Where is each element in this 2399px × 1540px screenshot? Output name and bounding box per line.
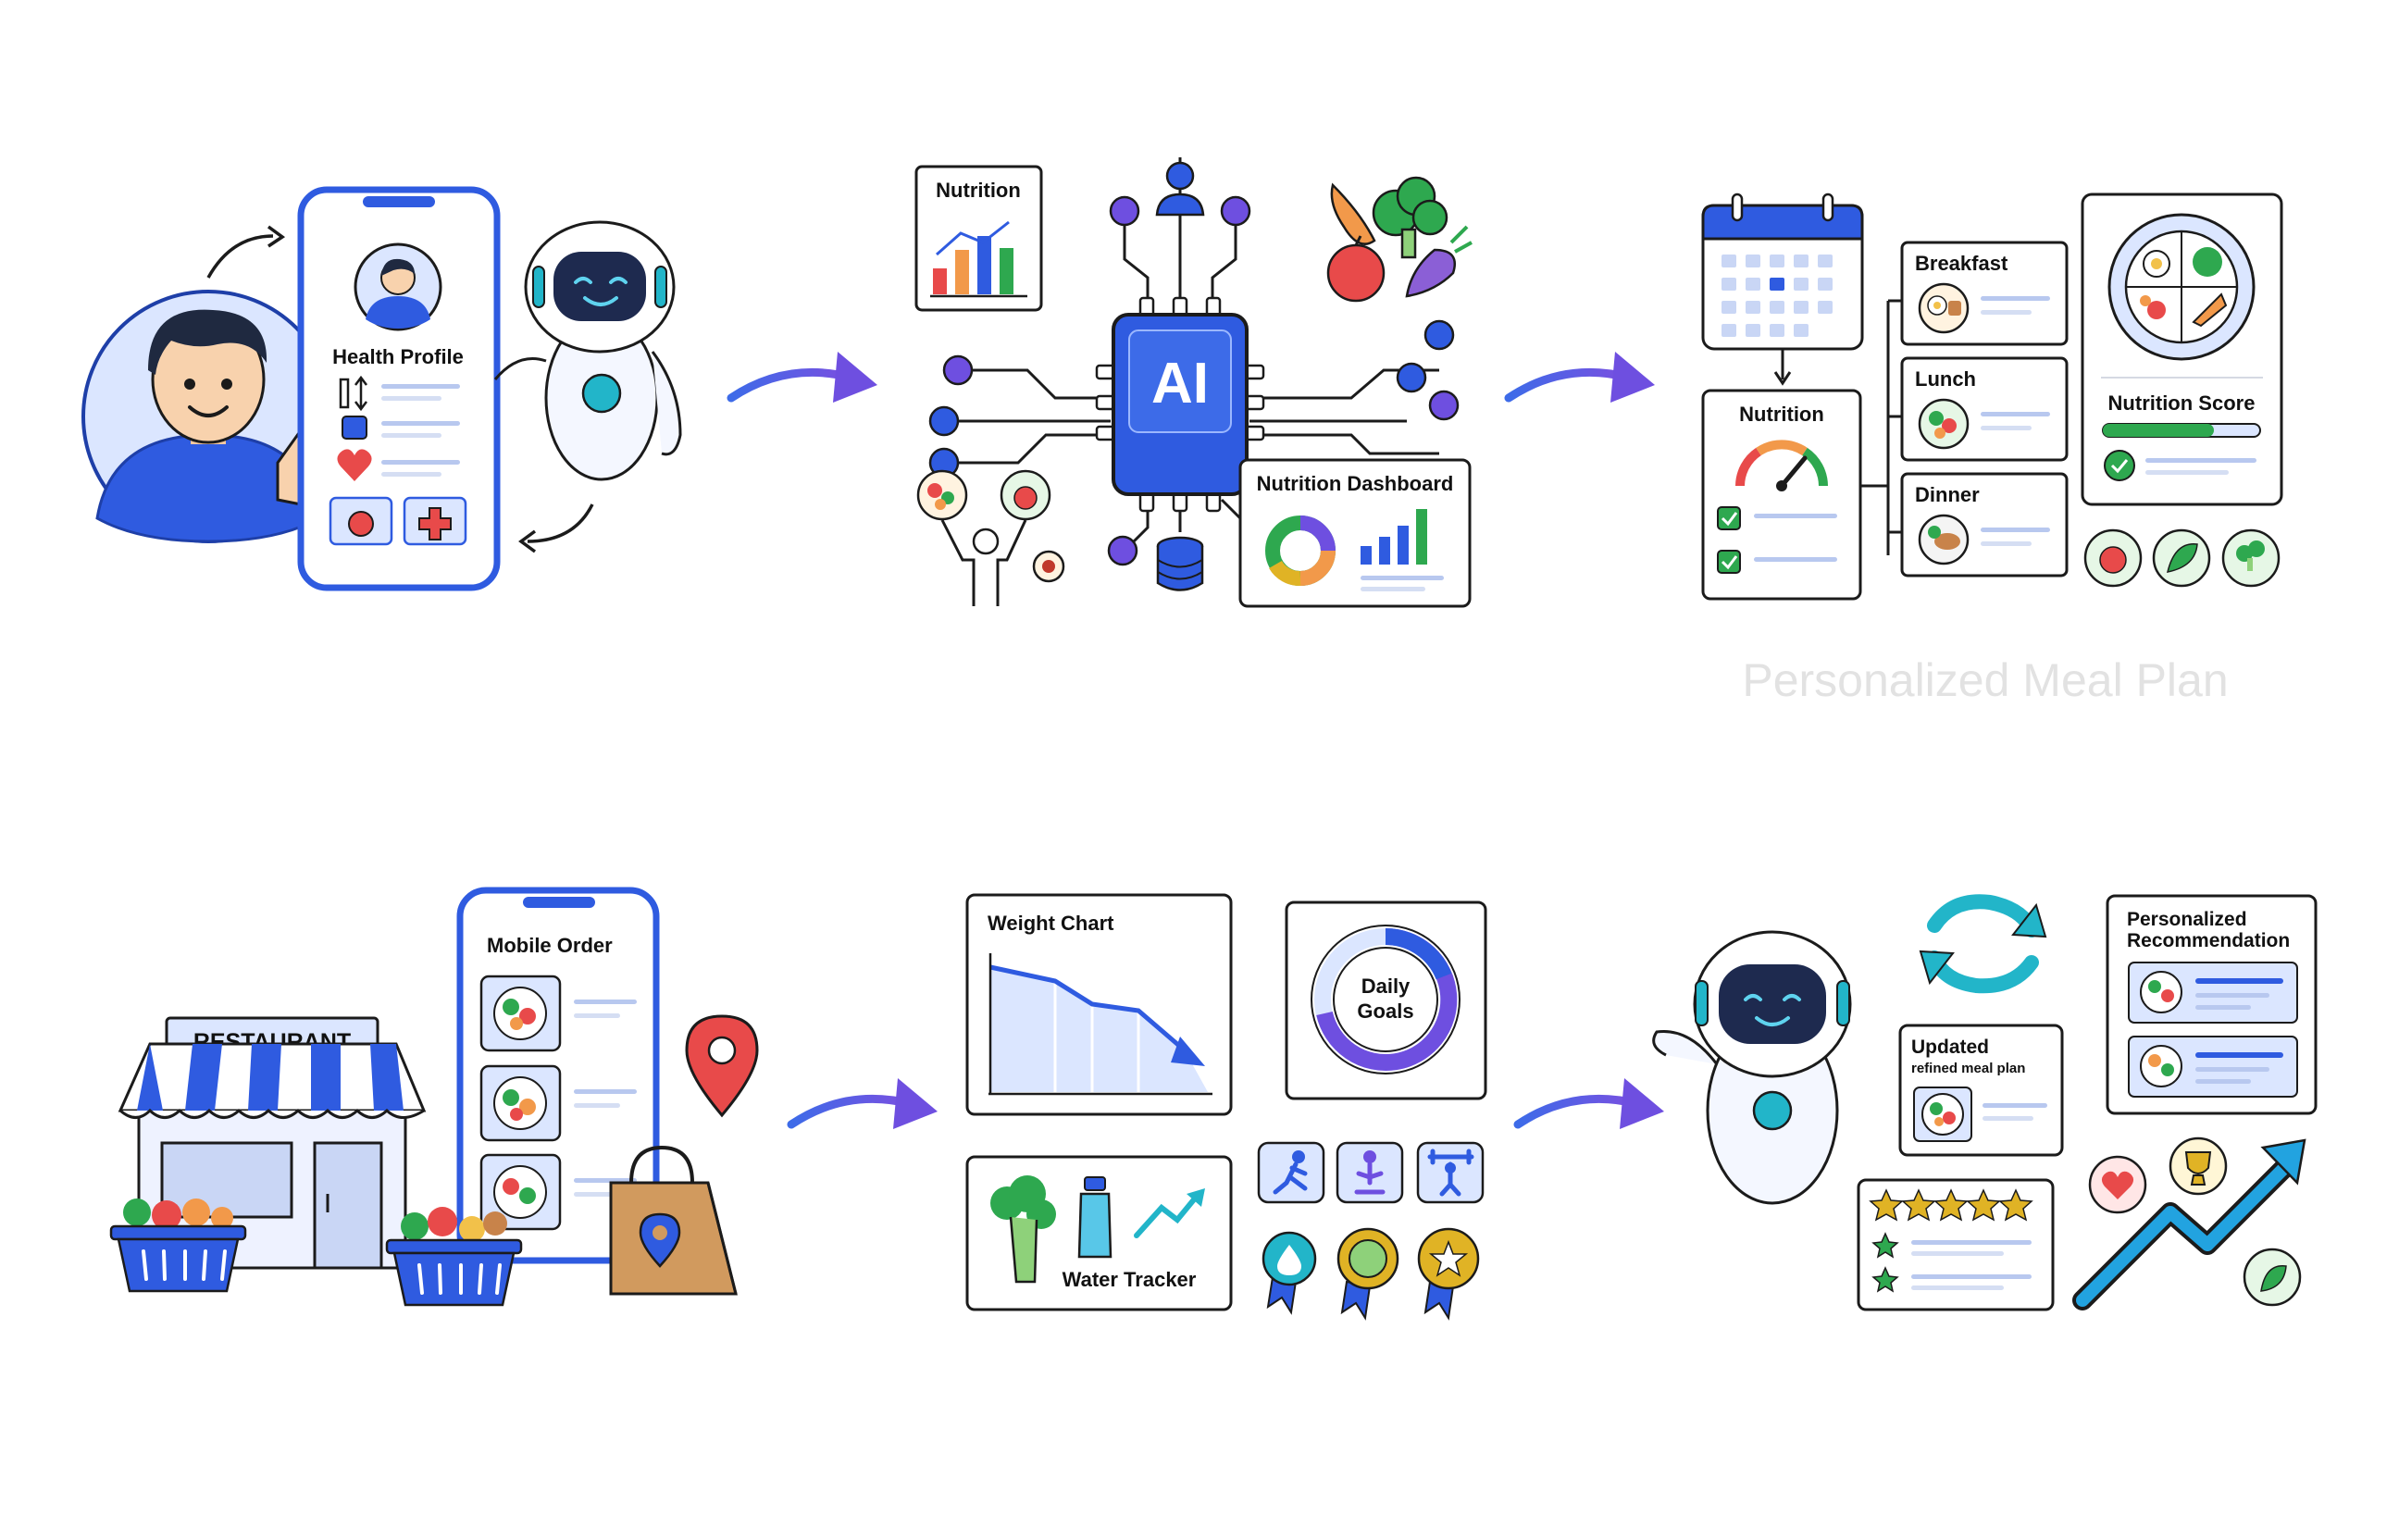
daily-goals-card: Daily Goals: [1285, 900, 1487, 1100]
nutrition-score-card: Nutrition Score: [2081, 192, 2283, 506]
running-icon: [1292, 1150, 1305, 1163]
user-node-icon: [1165, 161, 1195, 191]
nutrition-gauge-card: Nutrition: [1701, 389, 1862, 601]
step4-order: RESTAURANT Mobile Order: [109, 887, 759, 1307]
shopping-bag-icon: [609, 1145, 738, 1296]
flow-arrow-4: [1513, 1078, 1664, 1129]
weight-chart-title: Weight Chart: [988, 912, 1114, 935]
star-icon: [1966, 1188, 2001, 1222]
step5-tracking: Weight Chart Daily Goals Wate: [965, 893, 1487, 1321]
activity-icons: [1257, 1141, 1485, 1204]
apple-icon: [348, 511, 374, 537]
water-drop-icon: [1277, 1245, 1301, 1275]
star-badge-icon: [1428, 1239, 1469, 1277]
user-avatar-icon: [81, 290, 337, 543]
meal-breakfast: Breakfast: [1900, 241, 2069, 346]
database-icon: [1156, 536, 1204, 591]
nutrition-dashboard-card: Nutrition Dashboard: [1238, 458, 1472, 608]
water-tracker-card: Water Tracker: [965, 1155, 1233, 1311]
yoga-icon: [1363, 1150, 1376, 1163]
water-tracker-label: Water Tracker: [1063, 1268, 1197, 1291]
rating-card: [1857, 1178, 2055, 1311]
flow-arrow-1: [727, 352, 877, 403]
heart-icon-2: [2101, 1171, 2134, 1199]
daily-goals-line2: Goals: [1357, 1000, 1413, 1023]
step6-refinement: Updated refined meal plan Personalized R…: [1652, 894, 2318, 1311]
restaurant-store-icon: RESTAURANT: [118, 1016, 427, 1270]
basket-icon-2: [385, 1207, 523, 1307]
robot-icon: [493, 220, 682, 481]
star-icon: [1901, 1188, 1936, 1222]
robot-icon-2: [1652, 930, 1852, 1205]
person-balancing-food-icon: [916, 469, 1065, 606]
nutrition-card: Nutrition: [914, 165, 1043, 312]
meal-lunch: Lunch: [1900, 356, 2069, 462]
daily-goals-line1: Daily: [1361, 975, 1411, 998]
location-pin-icon: [685, 1014, 759, 1118]
nutrition-card-title: Nutrition: [936, 179, 1021, 202]
weightlifting-icon: [1427, 1149, 1474, 1197]
refresh-cycle-icon: [1919, 894, 2047, 994]
lunch-label: Lunch: [1915, 367, 1976, 391]
cycle-arrow-icon: [206, 234, 274, 279]
personalized-recommendation-card: Personalized Recommendation: [2106, 894, 2318, 1115]
vegetables-icon: [1326, 176, 1473, 303]
meal-dinner: Dinner: [1900, 472, 2069, 578]
step1-health-profile: Health Profile: [81, 186, 682, 591]
trophy-icon: [2184, 1151, 2212, 1186]
nutrition-score-label: Nutrition Score: [2108, 391, 2256, 415]
ai-chip-icon: AI: [1095, 296, 1265, 513]
heart-icon: [337, 449, 372, 481]
step3-meal-plan: Nutrition Breakfast Lunch: [1701, 192, 2283, 706]
star-icon: [1998, 1188, 2033, 1222]
recommendation-title-line2: Recommendation: [2127, 930, 2290, 951]
nutrition-dashboard-title: Nutrition Dashboard: [1257, 472, 1454, 495]
step2-ai-analysis: AI Nutrition: [914, 157, 1473, 608]
star-icon: [1933, 1188, 1969, 1222]
star-icon: [1869, 1188, 1904, 1222]
phone-health-profile: Health Profile: [297, 186, 501, 591]
nutrition-gauge-title: Nutrition: [1739, 403, 1824, 426]
recommendation-title-line1: Personalized: [2127, 909, 2247, 930]
achievement-badges: [1262, 1227, 1480, 1321]
calendar-icon: [1701, 192, 1864, 351]
updated-subtitle: refined meal plan: [1911, 1061, 2025, 1076]
mobile-order-title: Mobile Order: [487, 934, 613, 957]
ai-chip-label: AI: [1151, 352, 1209, 416]
step3-caption: Personalized Meal Plan: [1742, 654, 2228, 706]
updated-title: Updated: [1911, 1037, 1989, 1058]
flow-arrow-3: [787, 1078, 938, 1129]
progress-growth-icon: [2072, 1136, 2306, 1310]
flow-arrow-2: [1504, 352, 1655, 403]
basket-icon: [109, 1198, 247, 1293]
weight-chart-card: Weight Chart: [965, 893, 1233, 1116]
phone-title: Health Profile: [332, 345, 464, 368]
medical-cross-icon: [418, 507, 452, 540]
leaf-icon: [2260, 1265, 2287, 1292]
phone-mobile-order: Mobile Order: [456, 887, 660, 1264]
food-badges-icon: [2083, 528, 2281, 588]
updated-plan-card: Updated refined meal plan: [1898, 1024, 2064, 1157]
breakfast-label: Breakfast: [1915, 252, 2008, 275]
dinner-label: Dinner: [1915, 483, 1980, 506]
